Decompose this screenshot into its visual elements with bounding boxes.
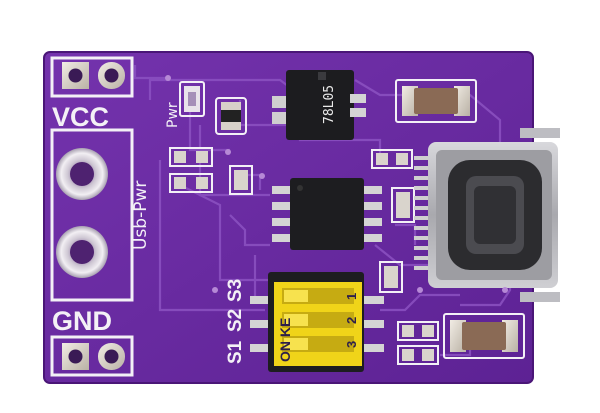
pin-header-bottom: [62, 343, 125, 370]
soic8-ic: [272, 178, 382, 250]
pwr-label: Pwr: [165, 102, 181, 128]
pwr-led: [179, 81, 205, 117]
gnd-label: GND: [52, 306, 112, 336]
vcc-label: VCC: [52, 102, 109, 132]
dip-header-label: ON KE: [277, 318, 293, 362]
regulator-marking: 78L05: [322, 85, 337, 124]
smd-resistor-1: [215, 97, 247, 135]
smd-capacitor-bottom: [443, 313, 525, 359]
dip-number-2: 2: [344, 317, 359, 324]
usb-pwr-label: Usb-Pwr: [131, 181, 151, 250]
pcb-board: [44, 52, 533, 383]
s3-label: S3: [225, 279, 246, 302]
usb-c-connector: [414, 128, 560, 302]
s1-label: S1: [225, 340, 246, 364]
gnd-terminal: [56, 226, 108, 278]
vias: [165, 75, 508, 293]
vcc-terminal: [56, 148, 108, 200]
dip-number-3: 3: [344, 341, 359, 348]
dip-switch-3: ON KE 1 2 3: [250, 272, 384, 372]
smd-capacitor-top: [395, 79, 477, 123]
pin-header-top: [62, 62, 125, 89]
silkscreen-outlines: [50, 56, 134, 377]
smd-passives-right: [371, 149, 439, 365]
smd-passives-left: [169, 147, 253, 195]
dip-number-1: 1: [344, 293, 359, 300]
regulator-78l05: 78L05: [272, 70, 366, 140]
s2-label: S2: [225, 309, 246, 332]
